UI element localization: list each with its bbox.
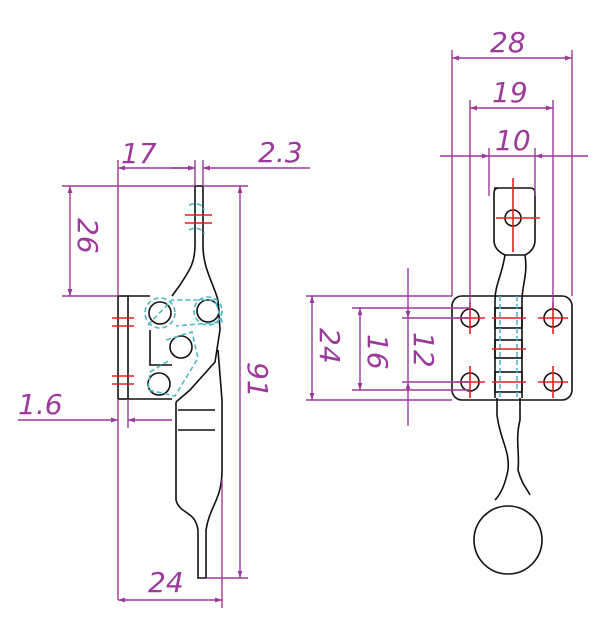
dim-26-label: 26 xyxy=(71,218,104,254)
side-view-outline xyxy=(117,185,223,579)
side-upper-strip-left xyxy=(171,186,196,297)
dim-16-label: 16 xyxy=(361,334,394,370)
dim-28-label: 28 xyxy=(490,26,526,59)
front-lower-left xyxy=(494,398,510,501)
dim-91-label: 91 xyxy=(241,362,274,398)
front-lower-right xyxy=(516,398,531,496)
dim-2-3-label: 2.3 xyxy=(258,136,303,169)
side-lower-handle xyxy=(175,349,223,579)
side-view-dimensions: 17 2.3 26 91 1.6 24 xyxy=(18,136,310,608)
dim-12-label: 12 xyxy=(407,332,440,368)
dim-1-6-label: 1.6 xyxy=(18,388,63,421)
front-view-centerlines xyxy=(455,178,568,398)
side-view-centerlines xyxy=(112,214,212,385)
front-base-plate xyxy=(451,295,573,401)
side-base-plate xyxy=(117,295,129,400)
dim-10-label: 10 xyxy=(495,124,531,157)
front-view-dimensions: 28 19 10 24 16 xyxy=(306,26,588,426)
side-hidden-link-1 xyxy=(147,299,224,327)
front-view-hidden-lines xyxy=(499,296,518,398)
dim-17-label: 17 xyxy=(121,137,157,170)
side-hidden-link-2 xyxy=(147,330,199,397)
side-view: 17 2.3 26 91 1.6 24 xyxy=(18,136,310,608)
side-hidden-pivot-1 xyxy=(144,297,176,329)
side-pivot-3 xyxy=(169,335,193,359)
side-hidden-1 xyxy=(188,203,205,211)
side-view-hidden-lines xyxy=(144,203,224,397)
front-view: 28 19 10 24 16 xyxy=(306,26,588,575)
dim-24b-label: 24 xyxy=(148,566,184,599)
front-stem-left xyxy=(494,254,506,398)
side-upper-strip-right xyxy=(202,186,219,301)
front-top-handle xyxy=(493,187,536,256)
side-body-left xyxy=(149,330,172,366)
side-hidden-2 xyxy=(188,227,205,235)
dim-24v-label: 24 xyxy=(313,328,346,364)
dim-19-label: 19 xyxy=(492,76,528,109)
front-knob xyxy=(473,505,543,575)
side-pivot-1 xyxy=(148,301,172,325)
side-hidden-pivot-2 xyxy=(193,296,223,326)
front-stem-right xyxy=(521,254,527,398)
